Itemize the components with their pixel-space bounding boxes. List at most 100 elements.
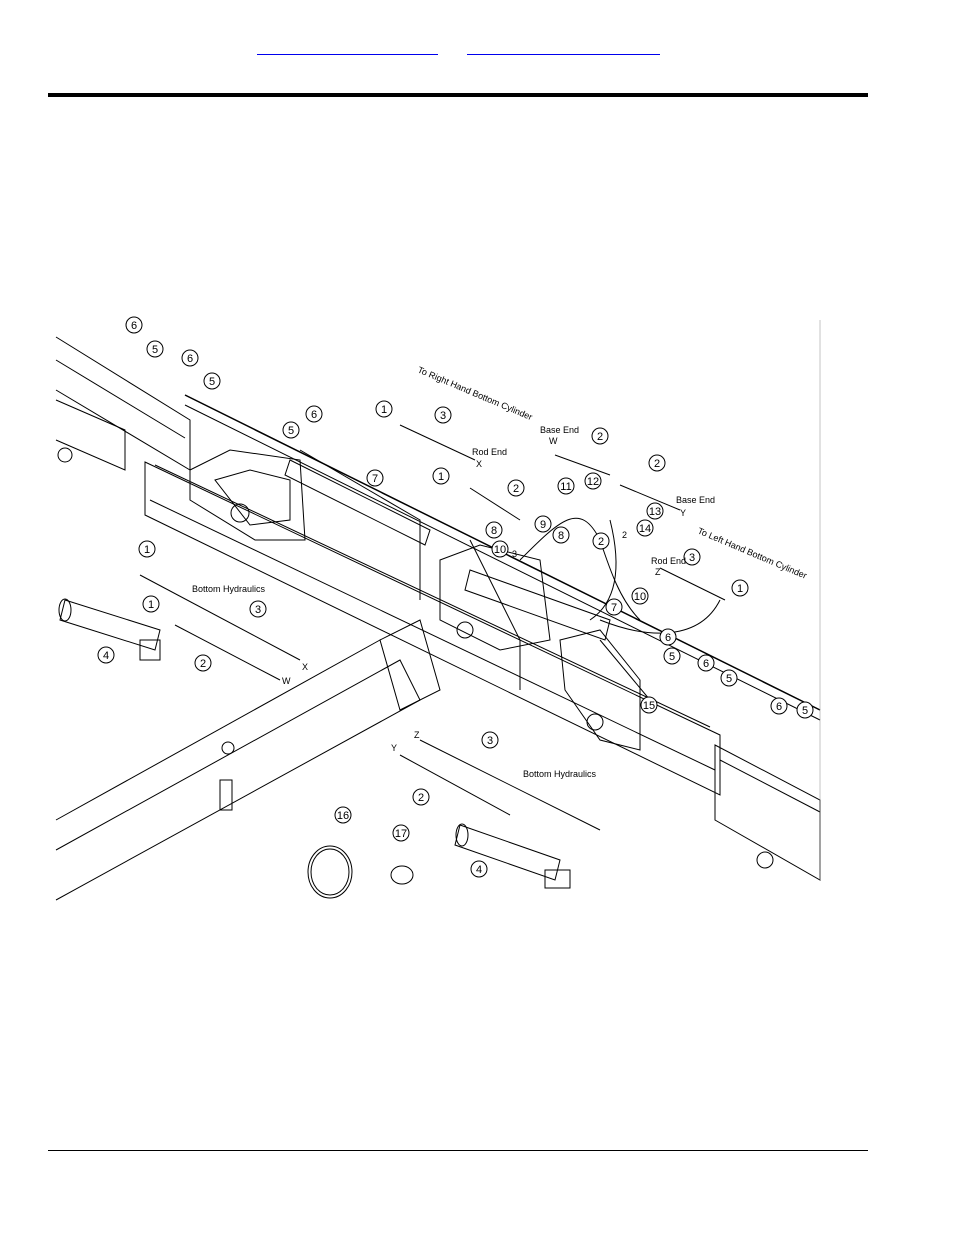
svg-text:12: 12: [587, 476, 599, 488]
callout-14: 14: [636, 519, 654, 537]
callouts: 1 1 1 1 1 2 2 2 2 2 2 3 3 3 3 4 4 5 5 5 …: [97, 316, 814, 878]
svg-text:1: 1: [438, 471, 444, 483]
callout-12: 12: [584, 472, 602, 490]
svg-text:6: 6: [703, 658, 709, 670]
label-rod-end-right: Rod End: [651, 556, 686, 566]
header-link-2[interactable]: [467, 40, 660, 55]
label-x-lower: X: [302, 662, 308, 672]
callout-4: 4: [97, 646, 115, 664]
label-y-upper: Y: [680, 508, 686, 518]
header-link-1[interactable]: [257, 40, 438, 55]
callout-5: 5: [203, 372, 221, 390]
label-y-lower: Y: [391, 743, 397, 753]
svg-text:1: 1: [144, 544, 150, 556]
svg-text:2: 2: [200, 658, 206, 670]
svg-text:3: 3: [487, 735, 493, 747]
svg-text:3: 3: [440, 410, 446, 422]
callout-1: 1: [375, 400, 393, 418]
svg-text:10: 10: [634, 591, 646, 603]
label-bottom-hydraulics-left: Bottom Hydraulics: [192, 584, 266, 594]
callout-3: 3: [683, 548, 701, 566]
callout-5: 5: [720, 669, 738, 687]
svg-text:1: 1: [737, 583, 743, 595]
callout-1: 1: [138, 540, 156, 558]
callout-8: 8: [552, 526, 570, 544]
callout-3: 3: [249, 600, 267, 618]
callout-3: 3: [481, 731, 499, 749]
bottom-rule: [48, 1150, 868, 1151]
callout-13: 13: [646, 502, 664, 520]
callout-6: 6: [305, 405, 323, 423]
callout-7: 7: [366, 469, 384, 487]
svg-text:5: 5: [726, 673, 732, 685]
svg-text:7: 7: [611, 602, 617, 614]
callout-1: 1: [432, 467, 450, 485]
svg-text:6: 6: [776, 701, 782, 713]
callout-7: 7: [605, 598, 623, 616]
svg-text:5: 5: [669, 651, 675, 663]
label-rod-end-upper: Rod End: [472, 447, 507, 457]
svg-text:9: 9: [540, 519, 546, 531]
callout-10: 10: [491, 540, 509, 558]
label-port-2: 2: [622, 530, 627, 540]
svg-text:6: 6: [311, 409, 317, 421]
callout-2: 2: [648, 454, 666, 472]
svg-text:3: 3: [255, 604, 261, 616]
svg-text:8: 8: [491, 525, 497, 537]
label-port-3: 3: [512, 549, 517, 559]
callout-6: 6: [697, 654, 715, 672]
label-base-end-right: Base End: [676, 495, 715, 505]
svg-text:2: 2: [598, 536, 604, 548]
svg-text:7: 7: [372, 473, 378, 485]
svg-text:11: 11: [560, 481, 571, 493]
callout-16: 16: [334, 806, 352, 824]
label-to-right-hand-bottom-cylinder: To Right Hand Bottom Cylinder: [416, 365, 534, 422]
callout-2: 2: [194, 654, 212, 672]
label-z-lower: Z: [414, 730, 420, 740]
svg-text:4: 4: [103, 650, 109, 662]
callout-4: 4: [470, 860, 488, 878]
svg-text:5: 5: [288, 425, 294, 437]
svg-text:1: 1: [148, 599, 154, 611]
label-w-lower: W: [282, 676, 291, 686]
label-x-upper: X: [476, 459, 482, 469]
svg-text:13: 13: [649, 506, 661, 518]
svg-text:15: 15: [643, 700, 655, 712]
callout-10: 10: [631, 587, 649, 605]
svg-text:16: 16: [337, 810, 349, 822]
svg-text:2: 2: [513, 483, 519, 495]
callout-17: 17: [392, 824, 410, 842]
callout-2: 2: [591, 427, 609, 445]
callout-2: 2: [412, 788, 430, 806]
svg-text:6: 6: [131, 320, 137, 332]
svg-text:8: 8: [558, 530, 564, 542]
frame-drawing: [55, 320, 821, 901]
svg-text:3: 3: [689, 552, 695, 564]
svg-text:2: 2: [597, 431, 603, 443]
callout-5: 5: [663, 647, 681, 665]
svg-text:5: 5: [152, 344, 158, 356]
label-z-upper: Z: [655, 567, 661, 577]
callout-5: 5: [282, 421, 300, 439]
callout-11: 11: [557, 477, 575, 495]
callout-9: 9: [534, 515, 552, 533]
label-base-end-left: Base End: [540, 425, 579, 435]
callout-15: 15: [640, 696, 658, 714]
svg-text:6: 6: [187, 353, 193, 365]
svg-text:2: 2: [418, 792, 424, 804]
callout-1: 1: [142, 595, 160, 613]
label-bottom-hydraulics-right: Bottom Hydraulics: [523, 769, 597, 779]
top-rule: [48, 93, 868, 97]
callout-2: 2: [507, 479, 525, 497]
svg-text:6: 6: [665, 632, 671, 644]
svg-text:5: 5: [209, 376, 215, 388]
callout-6: 6: [181, 349, 199, 367]
callout-6: 6: [125, 316, 143, 334]
svg-text:2: 2: [654, 458, 660, 470]
svg-text:10: 10: [494, 544, 506, 556]
callout-1: 1: [731, 579, 749, 597]
svg-text:5: 5: [802, 705, 808, 717]
callout-6: 6: [659, 628, 677, 646]
svg-text:14: 14: [639, 523, 651, 535]
